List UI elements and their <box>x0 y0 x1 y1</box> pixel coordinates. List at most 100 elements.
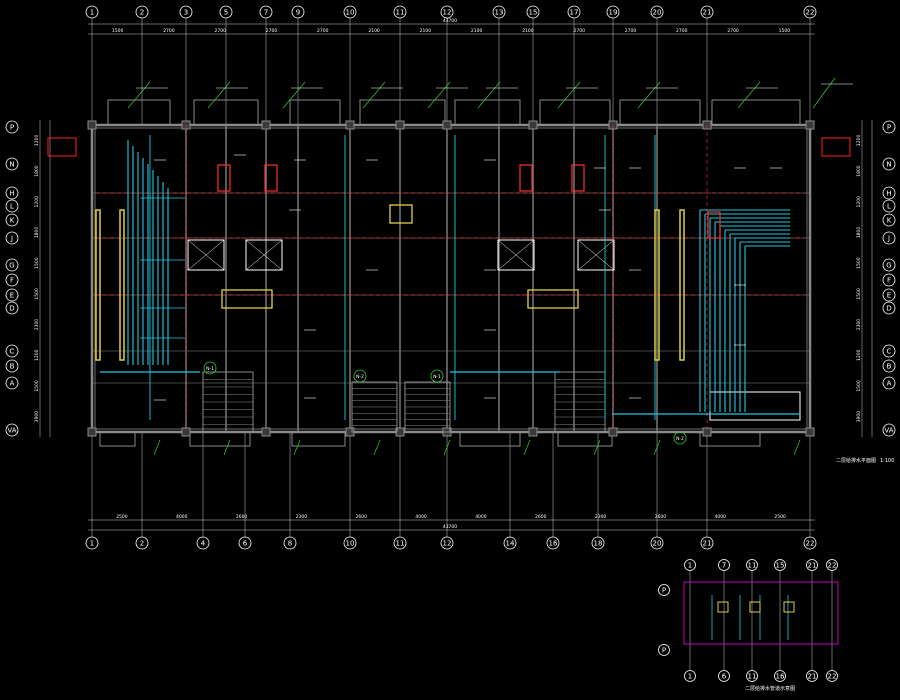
row-right-H-label: H <box>886 190 891 198</box>
bottom-seg-dim: 2500 <box>116 514 128 520</box>
balcony-bottom-0 <box>99 431 136 447</box>
inset-bottom-axis-22-label: 22 <box>828 673 837 681</box>
bottom-axis-6-label: 6 <box>243 540 248 548</box>
section-marker-circle-2 <box>430 369 444 383</box>
leader-top-7 <box>637 81 661 109</box>
bottom-axis-4-label: 4 <box>201 540 206 548</box>
row-right-C-circle <box>882 344 896 358</box>
row-left-E-label: E <box>10 292 14 300</box>
top-seg-dim: 2700 <box>573 28 585 34</box>
row-right-D-circle <box>882 301 896 315</box>
plan-scale: 1:100 <box>880 458 894 464</box>
row-right-A-label: A <box>887 380 892 388</box>
inset-frame <box>683 581 839 645</box>
row-left-P-circle <box>5 120 19 134</box>
row-right-N-label: N <box>886 161 891 169</box>
row-left-C-circle <box>5 344 19 358</box>
row-right-A-circle <box>882 376 896 390</box>
top-seg-dim: 2100 <box>420 28 432 34</box>
inset-bottom-axis-6-circle <box>718 670 730 682</box>
water-heater-2 <box>519 164 533 192</box>
balcony-bottom-4 <box>557 431 613 447</box>
column-top-9 <box>805 120 815 130</box>
top-axis-12-label: 12 <box>443 9 452 17</box>
row-left-N-circle <box>5 157 19 171</box>
row-left-F-circle <box>5 273 19 287</box>
row-right-H-circle <box>882 186 896 200</box>
leader-bottom-2 <box>293 439 301 456</box>
water-heater-1 <box>264 164 278 192</box>
inset-fixture-1 <box>749 601 761 613</box>
bottom-seg-dim: 2500 <box>774 514 786 520</box>
outer-wall <box>90 123 812 434</box>
leader-bottom-5 <box>523 439 531 456</box>
row-left-VA-circle <box>5 423 19 437</box>
row-right-F-label: F <box>887 277 891 285</box>
bottom-seg-dim: 4000 <box>475 514 487 520</box>
inset-bottom-axis-1-label: 1 <box>688 673 692 681</box>
top-seg-dim: 1500 <box>112 28 124 34</box>
row-left-F-label: F <box>10 277 14 285</box>
row-left-A-circle <box>5 376 19 390</box>
elevator-0 <box>187 239 225 271</box>
column-bottom-6 <box>528 427 538 437</box>
bottom-axis-12-label: 12 <box>443 540 452 548</box>
inset-fixture-2 <box>783 601 795 613</box>
elevator-diag <box>497 239 535 271</box>
leader-bottom-3 <box>373 439 381 456</box>
row-left-D-label: D <box>9 305 14 313</box>
water-heater-0 <box>217 164 231 192</box>
plan-title: 二层给排水平面图 <box>836 457 876 464</box>
bottom-axis-22-label: 22 <box>806 540 815 548</box>
top-seg-dim: 2700 <box>266 28 278 34</box>
bottom-seg-dim: 4000 <box>715 514 727 520</box>
column-bottom-9 <box>805 427 815 437</box>
bathtub <box>709 391 801 421</box>
row-right-E-label: E <box>887 292 891 300</box>
row-right-VA-label: VA <box>884 427 893 435</box>
row-left-N-label: N <box>9 161 14 169</box>
bottom-seg-dim: 2600 <box>535 514 547 520</box>
row-right-P-label: P <box>887 124 891 132</box>
inset-bottom-axis-22-circle <box>826 670 838 682</box>
window-0 <box>95 209 101 361</box>
row-left-L-label: L <box>10 203 14 211</box>
leader-bottom-8 <box>793 439 801 456</box>
section-marker-label-1: N-2 <box>356 374 364 380</box>
water-heater-4 <box>707 211 721 239</box>
balcony-top-5 <box>539 99 611 126</box>
balcony-top-2 <box>289 99 341 126</box>
row-right-K-circle <box>882 213 896 227</box>
leader-top-8 <box>737 81 761 109</box>
left-seg-dim: 1200 <box>34 134 40 146</box>
bottom-axis-8-label: 8 <box>288 540 292 548</box>
inset-bottom-axis-1-circle <box>684 670 696 682</box>
bottom-axis-1-label: 1 <box>90 540 94 548</box>
inset-top-axis-11-label: 11 <box>748 562 757 570</box>
inset-bottom-axis-16-circle <box>774 670 786 682</box>
inset-bottom-axis-21-circle <box>806 670 818 682</box>
left-seg-dim: 1500 <box>34 257 40 269</box>
bottom-axis-21-label: 21 <box>703 540 712 548</box>
inset-row-P-circle <box>658 584 670 596</box>
inset-bottom-axis-6-label: 6 <box>722 673 727 681</box>
top-seg-dim: 2700 <box>676 28 688 34</box>
top-axis-9-label: 9 <box>296 9 300 17</box>
row-left-K-circle <box>5 213 19 227</box>
left-seg-dim: 1500 <box>34 380 40 392</box>
inset-bottom-axis-16-label: 16 <box>776 673 785 681</box>
inset-bottom-axis-11-circle <box>746 670 758 682</box>
inset-bottom-axis-11-label: 11 <box>748 673 757 681</box>
inset-fixture-0 <box>717 601 729 613</box>
inset-row-P-label: P <box>662 587 666 595</box>
right-seg-dim: 1200 <box>856 196 862 208</box>
right-seg-dim: 1500 <box>856 257 862 269</box>
leader-top-1 <box>207 81 231 109</box>
hidden-lines <box>96 125 806 432</box>
top-axis-3-label: 3 <box>184 9 188 17</box>
toilet-room-1 <box>527 289 579 309</box>
column-top-6 <box>528 120 538 130</box>
row-left-A-label: A <box>10 380 15 388</box>
bottom-axis-11-label: 11 <box>396 540 405 548</box>
